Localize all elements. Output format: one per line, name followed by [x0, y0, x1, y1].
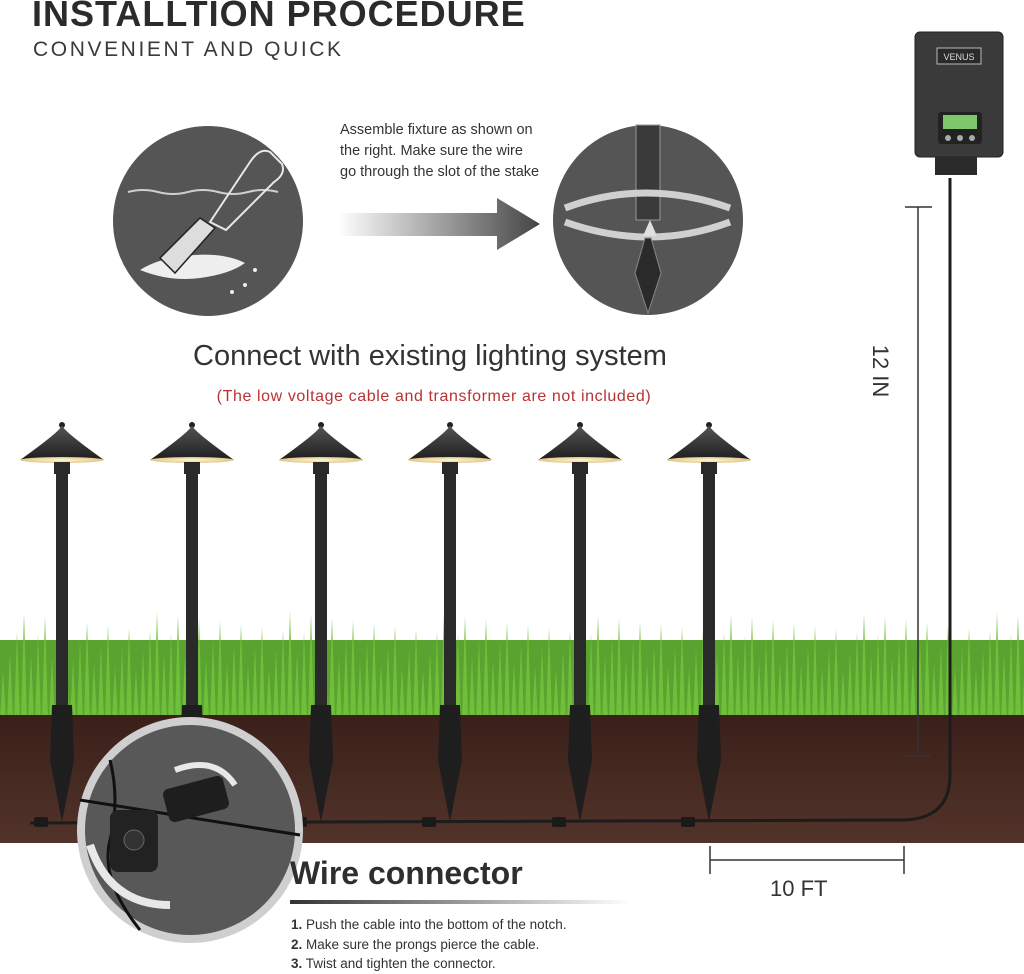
assembly-instruction: Assemble fixture as shown on the right. …: [340, 122, 540, 180]
heading-underline: [290, 900, 630, 904]
wire-connector-steps: 1. Push the cable into the bottom of the…: [291, 915, 566, 974]
grass: [0, 611, 1024, 722]
pathway-light: [20, 422, 104, 827]
height-label: 12 IN: [868, 344, 893, 398]
assembly-illustration: [553, 124, 743, 315]
low-voltage-cable: [29, 178, 952, 825]
right-arrow-icon: [338, 198, 540, 250]
transformer: VENUS: [914, 31, 1004, 175]
pathway-light: [279, 422, 363, 827]
pathway-light: [538, 422, 622, 827]
height-dimension: [905, 206, 932, 757]
connect-note: (The low voltage cable and transformer a…: [216, 388, 652, 405]
page-subtitle: CONVENIENT AND QUICK: [33, 38, 344, 61]
pathway-light: [667, 422, 751, 827]
transformer-brand: VENUS: [943, 52, 974, 62]
wire-connector-illustration: [77, 717, 303, 943]
step-item: 2. Make sure the prongs pierce the cable…: [291, 936, 540, 952]
pathway-light: [408, 422, 492, 827]
width-label: 10 FT: [770, 876, 828, 901]
wire-connector-heading: Wire connector: [290, 855, 523, 891]
width-dimension: [709, 846, 905, 874]
step-item: 3. Twist and tighten the connector.: [291, 956, 496, 971]
connect-heading: Connect with existing lighting system: [193, 340, 667, 372]
transformer-display: [943, 115, 977, 129]
page-title: INSTALLTION PROCEDURE: [32, 0, 526, 34]
dig-illustration: [113, 126, 303, 316]
step-item: 1. Push the cable into the bottom of the…: [291, 917, 567, 932]
pathway-lights: [20, 422, 751, 827]
